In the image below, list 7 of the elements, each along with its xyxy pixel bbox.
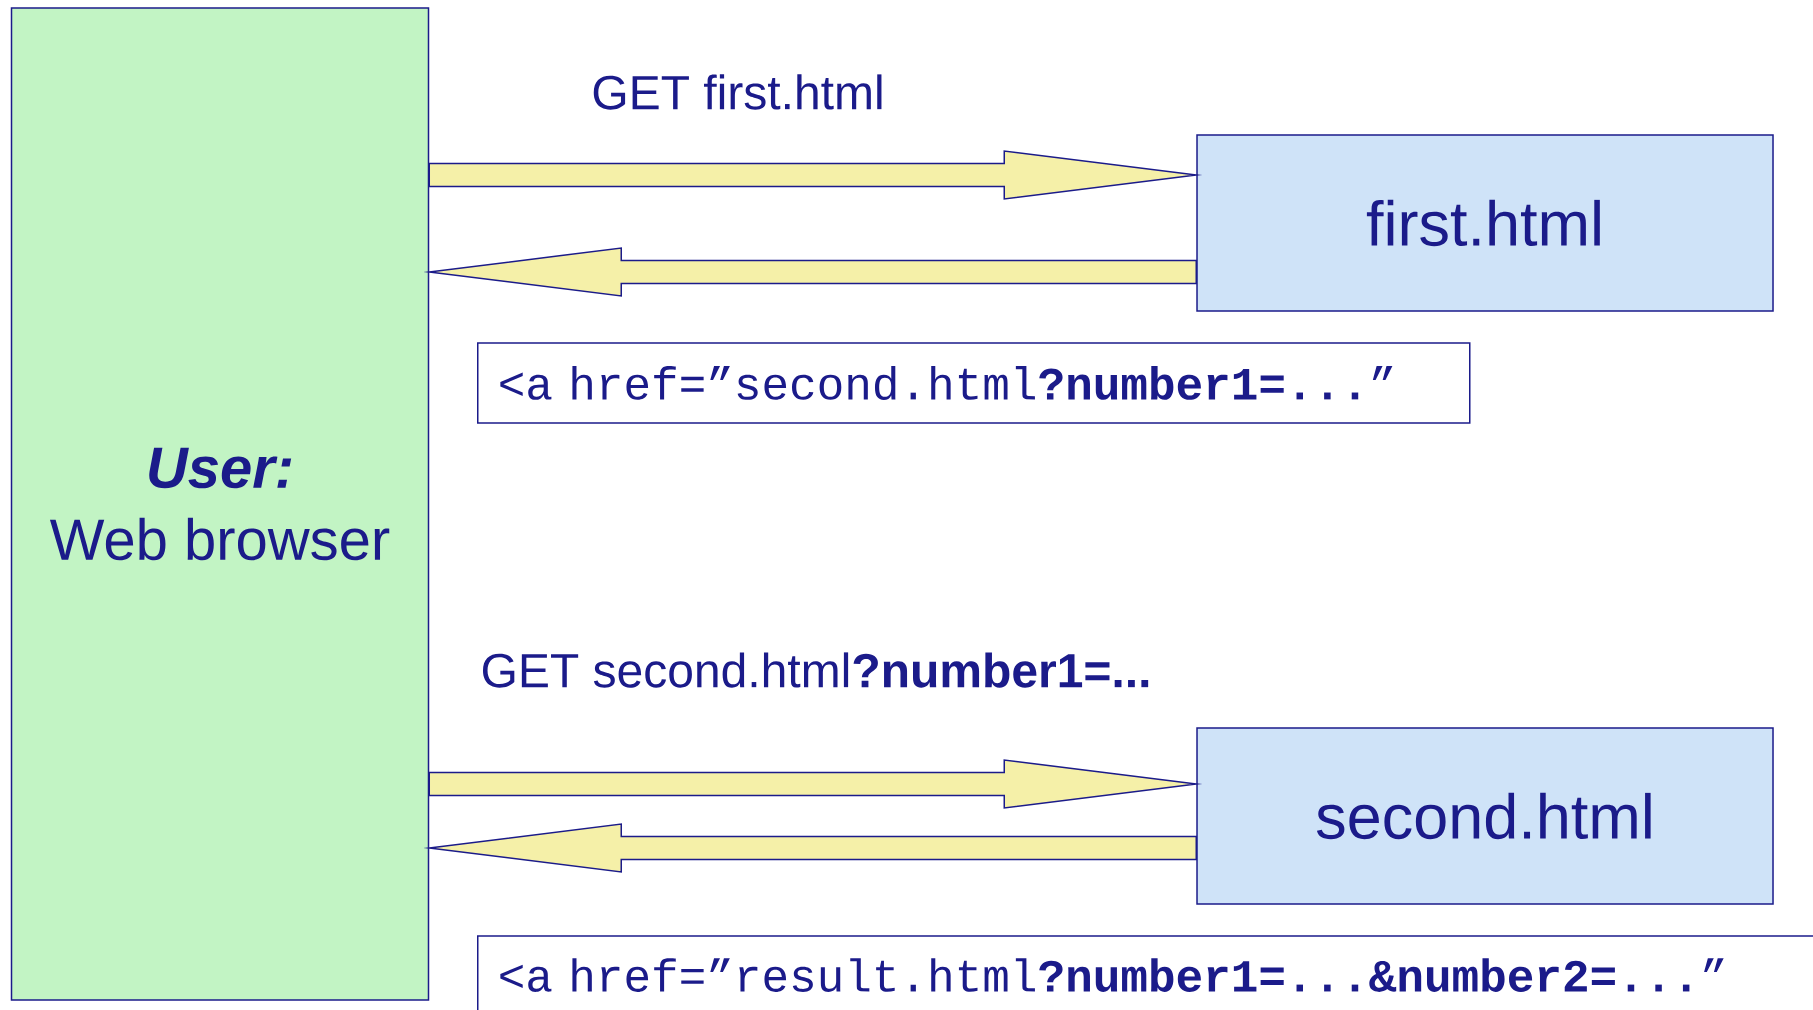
html-page-box: second.html xyxy=(1196,727,1774,905)
code-box: <a href=”second.html?number1=...” xyxy=(477,342,1471,424)
html-page-box: first.html xyxy=(1196,134,1774,312)
code-box: <a href=”result.html?number1=...&number2=...” xyxy=(477,935,1813,1010)
edge-label: GET second.html?number1=... xyxy=(483,652,1149,688)
edge-label: GET first.html xyxy=(593,74,882,110)
browser-box: User: Web browser xyxy=(10,7,430,1001)
